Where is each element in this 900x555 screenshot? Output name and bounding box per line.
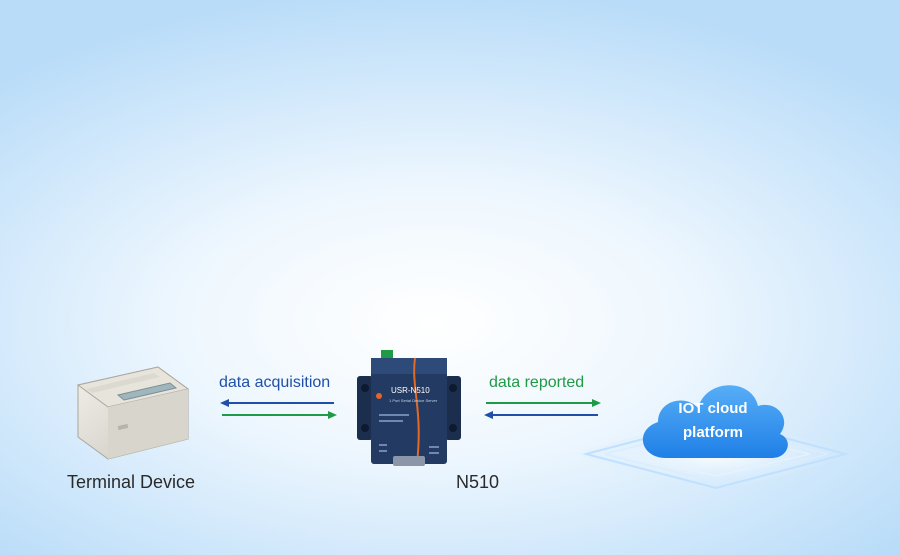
- n510-label: N510: [456, 472, 500, 492]
- n510-gateway-image: USR-N510 1 Port Serial Device Server: [353, 348, 465, 470]
- printer-device-image: [60, 355, 200, 465]
- device-sub-text: 1 Port Serial Device Server: [389, 398, 438, 403]
- report-upload-arrow: [486, 399, 601, 407]
- right-arrows: [484, 396, 602, 422]
- acquisition-request-arrow: [220, 399, 334, 407]
- data-acquisition-label: data acquisition: [219, 374, 331, 391]
- terminal-device-label: Terminal Device: [67, 472, 196, 492]
- data-reported-label: data reported: [489, 374, 585, 391]
- acquisition-response-arrow: [222, 411, 337, 419]
- cloud-icon: [642, 385, 788, 458]
- cloud-platform-graphic: [566, 360, 866, 500]
- cloud-label-line2: platform: [683, 424, 743, 441]
- report-download-arrow: [484, 411, 598, 419]
- left-arrows: [220, 396, 338, 422]
- device-brand-text: USR-N510: [391, 386, 430, 395]
- cloud-label-line1: IOT cloud: [678, 400, 748, 417]
